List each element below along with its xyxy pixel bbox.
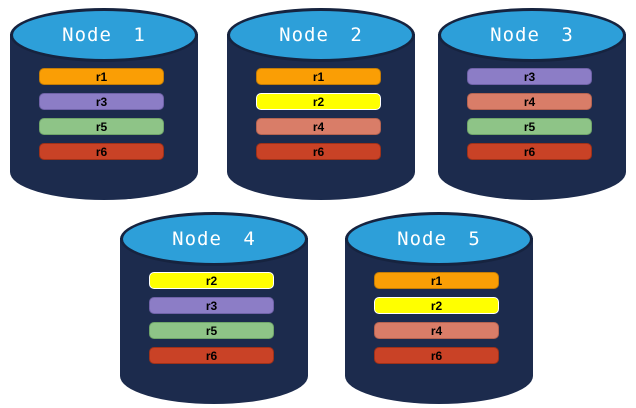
replica-label: r6 <box>430 348 443 363</box>
replica-label: r4 <box>430 323 443 338</box>
replica-bar: r2 <box>374 297 499 314</box>
replica-bar: r6 <box>467 143 592 160</box>
replica-label: r6 <box>95 144 108 159</box>
replica-label: r1 <box>312 69 325 84</box>
replica-bar: r3 <box>39 93 164 110</box>
replica-list: r1 r2 r4 r6 <box>256 68 381 168</box>
node-title: Node 5 <box>397 228 481 250</box>
replica-label: r6 <box>523 144 536 159</box>
node-title: Node 2 <box>279 24 363 46</box>
replica-bar: r4 <box>467 93 592 110</box>
replica-label: r2 <box>205 273 218 288</box>
node-title: Node 1 <box>62 24 146 46</box>
cylinder-top: Node 3 <box>438 8 626 62</box>
replica-bar: r3 <box>149 297 274 314</box>
replica-label: r2 <box>430 298 443 313</box>
node-cylinder: Node 1 r1 r3 r5 r6 <box>10 8 198 200</box>
replica-bar: r6 <box>39 143 164 160</box>
replica-label: r6 <box>312 144 325 159</box>
node-cylinder: Node 4 r2 r3 r5 r6 <box>120 212 308 404</box>
replica-label: r6 <box>205 348 218 363</box>
replica-label: r2 <box>312 94 325 109</box>
cylinder-top: Node 5 <box>345 212 533 266</box>
replica-bar: r5 <box>467 118 592 135</box>
replica-bar: r6 <box>256 143 381 160</box>
node-cylinder: Node 3 r3 r4 r5 r6 <box>438 8 626 200</box>
replica-label: r3 <box>95 94 108 109</box>
cylinder-top: Node 1 <box>10 8 198 62</box>
replica-bar: r5 <box>39 118 164 135</box>
replica-list: r3 r4 r5 r6 <box>467 68 592 168</box>
replica-bar: r1 <box>374 272 499 289</box>
replica-bar: r6 <box>374 347 499 364</box>
replica-bar: r2 <box>149 272 274 289</box>
replica-bar: r4 <box>374 322 499 339</box>
replica-list: r2 r3 r5 r6 <box>149 272 274 372</box>
replica-label: r4 <box>312 119 325 134</box>
replica-bar: r2 <box>256 93 381 110</box>
replica-bar: r4 <box>256 118 381 135</box>
node-cylinder: Node 2 r1 r2 r4 r6 <box>227 8 415 200</box>
replica-label: r1 <box>430 273 443 288</box>
replica-bar: r5 <box>149 322 274 339</box>
replica-label: r3 <box>205 298 218 313</box>
replica-bar: r3 <box>467 68 592 85</box>
node-title: Node 4 <box>172 228 256 250</box>
replica-list: r1 r3 r5 r6 <box>39 68 164 168</box>
node-cylinder: Node 5 r1 r2 r4 r6 <box>345 212 533 404</box>
replica-label: r5 <box>95 119 108 134</box>
replica-label: r4 <box>523 94 536 109</box>
cylinder-top: Node 4 <box>120 212 308 266</box>
replica-bar: r1 <box>256 68 381 85</box>
replica-label: r3 <box>523 69 536 84</box>
cylinder-top: Node 2 <box>227 8 415 62</box>
replica-list: r1 r2 r4 r6 <box>374 272 499 372</box>
replica-bar: r1 <box>39 68 164 85</box>
replica-label: r5 <box>523 119 536 134</box>
replica-label: r5 <box>205 323 218 338</box>
replica-label: r1 <box>95 69 108 84</box>
replica-bar: r6 <box>149 347 274 364</box>
node-title: Node 3 <box>490 24 574 46</box>
